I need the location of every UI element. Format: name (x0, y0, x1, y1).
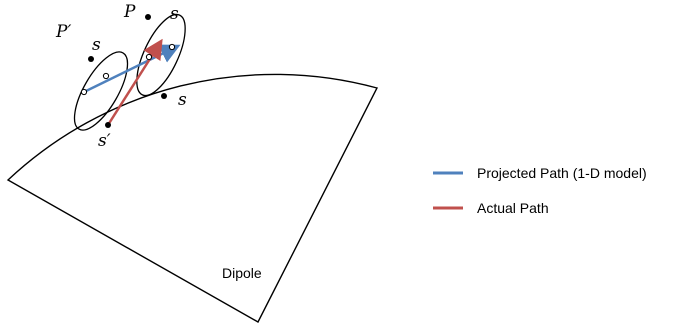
label-s-top: s (170, 4, 179, 24)
point-s-left (88, 56, 94, 62)
open-point-4 (168, 43, 176, 51)
legend: Projected Path (1-D model) Actual Path (433, 165, 647, 216)
label-p-prime: P′ (55, 22, 71, 42)
label-p: P (123, 2, 136, 22)
label-s-prime: s′ (98, 131, 111, 151)
dipole-label: Dipole (222, 265, 262, 281)
label-s-left: s (92, 35, 101, 55)
legend-label-projected: Projected Path (1-D model) (477, 165, 647, 181)
actual-path-arrow (106, 38, 163, 126)
point-s-prime (105, 122, 111, 128)
open-point-2 (102, 72, 110, 80)
point-s-top (145, 14, 151, 20)
open-point-1 (80, 88, 88, 96)
point-s-right (161, 93, 167, 99)
label-s-right: s (178, 90, 187, 110)
dipole-sector-outline (6, 73, 379, 323)
ellipse-p-prime (73, 51, 129, 131)
legend-label-actual: Actual Path (477, 200, 549, 216)
open-point-3 (145, 53, 153, 61)
